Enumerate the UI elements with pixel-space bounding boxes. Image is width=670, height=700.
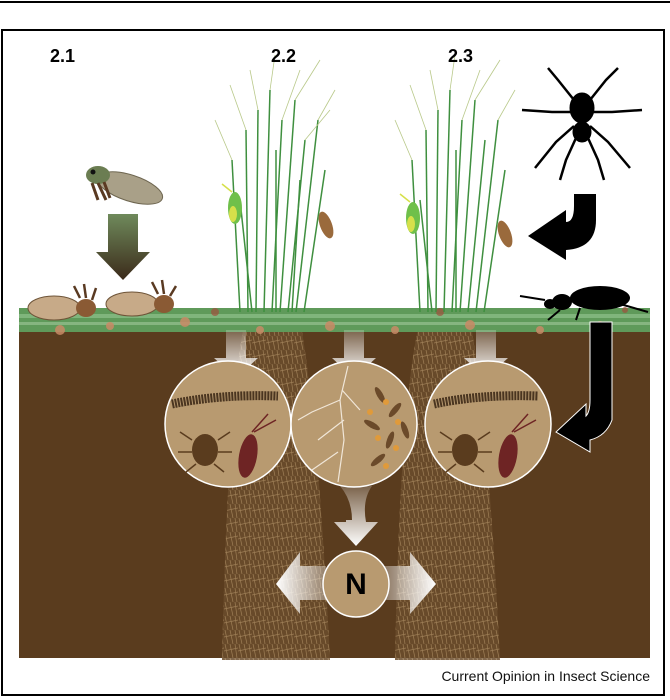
circle-decomposers-middle <box>290 360 418 488</box>
fungal-hyphae-icon <box>297 365 361 483</box>
grass-clump-2-3 <box>394 54 516 313</box>
grasshopper-icon <box>221 183 242 224</box>
panel-label-2-3: 2.3 <box>448 46 474 66</box>
springtail-icon <box>498 413 537 478</box>
millipede-icon <box>433 391 539 409</box>
falling-insect-icon <box>86 166 164 205</box>
n-release-arrows <box>276 552 436 614</box>
fecal-pellets-icon <box>364 387 410 467</box>
nitrogen-node <box>322 550 390 618</box>
predation-arrow-icon <box>528 194 596 260</box>
ground-beetle-icon <box>519 286 649 321</box>
spider-icon <box>521 67 643 181</box>
insect-carcass-icon <box>27 283 98 321</box>
mite-icon <box>178 431 232 473</box>
grasshopper-icon <box>399 193 420 234</box>
flow-arrow-to-n <box>334 486 378 546</box>
fall-arrow-icon <box>96 214 150 280</box>
insect-carcass-icon <box>105 279 178 317</box>
leafhopper-icon <box>497 220 513 248</box>
figure-caption: Current Opinion in Insect Science <box>441 668 650 684</box>
circle-soil-fauna-right <box>424 360 552 488</box>
leafhopper-icon <box>318 211 334 239</box>
microbe-icon <box>367 399 401 469</box>
panel-label-2-1: 2.1 <box>50 46 76 66</box>
millipede-icon <box>171 391 279 409</box>
grass-clump-2-2 <box>214 54 336 313</box>
nitrogen-label: N <box>345 568 367 601</box>
panel-label-2-2: 2.2 <box>271 46 297 66</box>
beetle-descent-arrow-icon <box>555 321 613 453</box>
springtail-icon <box>238 413 277 478</box>
mite-icon <box>438 431 492 473</box>
circle-soil-fauna-left <box>164 360 292 488</box>
top-rule <box>0 1 670 3</box>
